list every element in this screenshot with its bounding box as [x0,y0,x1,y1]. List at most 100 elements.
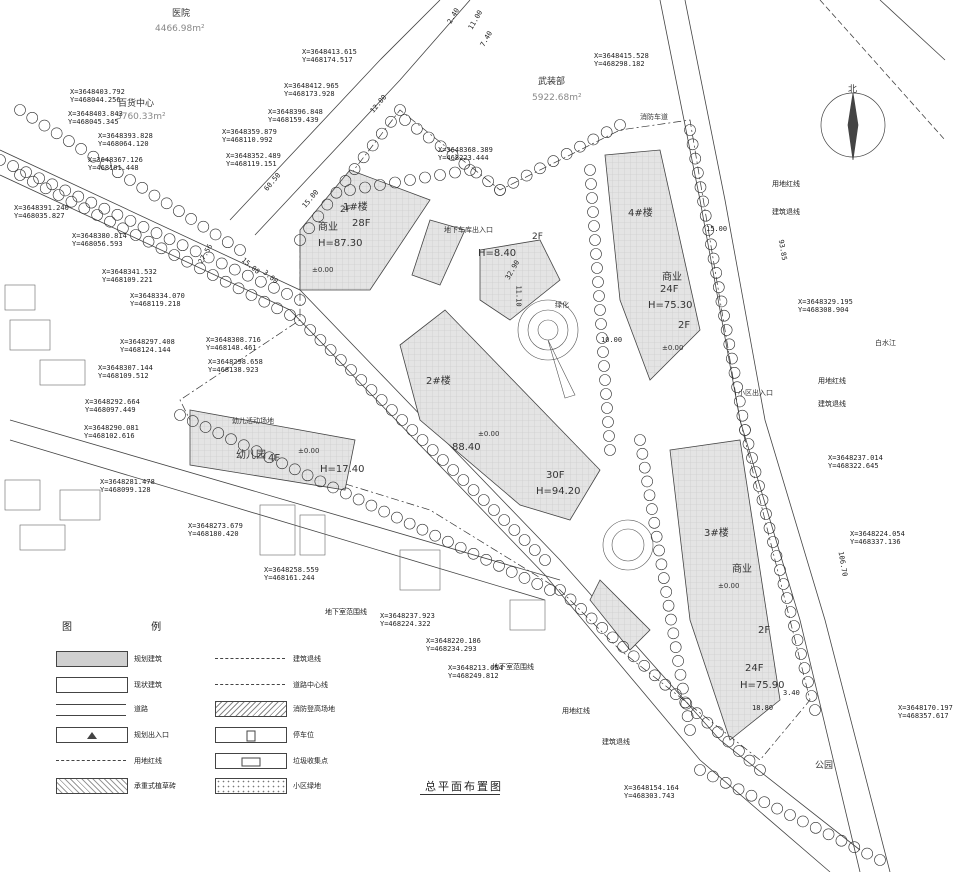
side-label: 建筑退线 [602,738,630,746]
coord-y: Y=468097.449 [85,406,136,414]
title-underline [420,794,500,795]
side-label: 建筑退线 [818,400,846,408]
legend-label: 道路 [134,705,148,713]
coord-x: X=3648281.478 [100,478,155,486]
coord-x: X=3648213.654 [448,664,503,672]
coord-x: X=3648170.197 [898,704,953,712]
b3-elev: ±0.00 [718,582,740,590]
underground-garage [479,239,561,321]
coord-x: X=3648237.923 [380,612,435,620]
coord-y: Y=468124.144 [120,346,171,354]
kg-floors: 4F [268,453,281,464]
b1-floor-a: 2F [340,205,351,215]
legend-label: 消防登高场地 [293,705,335,713]
grass-brick-icon [56,778,128,794]
coord-y: Y=468223.444 [438,154,489,162]
legend-title: 图 例 [62,622,200,633]
armed-police-area: 5922.68m² [532,93,582,103]
b4-floor-a: 2F [678,320,691,331]
legend-label: 承重式植草砖 [134,782,176,790]
coord-y: Y=468298.182 [594,60,645,68]
coord-y: Y=468119.151 [226,160,277,168]
dim-label: 18.80 [752,704,774,712]
side-label: 地下室范围线 [325,608,367,616]
kindergarten [189,409,356,491]
armed-police-label: 武装部 [538,77,566,87]
b4-height: H=75.30 [648,300,693,311]
coord-y: Y=468174.517 [302,56,353,64]
side-label: 地下室范围线 [492,663,534,671]
coord-y: Y=468102.616 [84,432,135,440]
coord-x: X=3648396.848 [268,108,323,116]
b3-height: H=75.90 [740,680,785,691]
b4-name: 4#楼 [628,208,653,219]
garage-height: H=8.40 [478,248,517,259]
legend-label: 建筑退线 [293,655,321,663]
coord-x: X=3648258.559 [264,566,319,574]
b2-floors: 30F [546,470,565,481]
coord-y: Y=468056.593 [72,240,123,248]
b2-extra: 88.40 [452,442,481,453]
buildings [189,149,781,741]
coord-x: X=3648290.081 [84,424,139,432]
dept-store-label: 百货中心 [118,99,155,109]
legend-label: 规划出入口 [134,731,169,739]
dim-label: 10.00 [601,336,623,344]
b1-height: H=87.30 [318,238,363,249]
coord-x: X=3648413.615 [302,48,357,56]
b1-name: 1#楼 [343,202,368,213]
coord-x: X=3648307.144 [98,364,153,372]
b1-use: 商业 [318,222,338,233]
coord-y: Y=468173.928 [284,90,335,98]
entrance-arrow-icon [56,727,128,743]
b3-use: 商业 [732,564,752,575]
coord-y: Y=468099.128 [100,486,151,494]
road-icon [56,704,126,716]
coord-y: Y=468109.512 [98,372,149,380]
coord-y: Y=468109.221 [102,276,153,284]
coord-x: X=3648403.792 [70,88,125,96]
plaza [517,299,654,571]
b4-floor-b: 24F [660,284,679,295]
redline-icon [56,760,126,761]
coord-x: X=3648297.408 [120,338,175,346]
coord-x: X=3648154.164 [624,784,679,792]
legend-label: 小区绿地 [293,782,321,790]
coord-x: X=3648403.843 [68,110,123,118]
b2-elev: ±0.00 [478,430,500,438]
coord-y: Y=468161.244 [264,574,315,582]
coord-x: X=3648308.716 [206,336,261,344]
b4-elev: ±0.00 [662,344,684,352]
coord-y: Y=468337.136 [850,538,901,546]
side-label: 用地红线 [818,377,846,385]
coord-x: X=3648367.126 [88,156,143,164]
b3-floor-b: 24F [745,663,764,674]
legend-label: 现状建筑 [134,681,162,689]
centerline-icon [215,684,285,685]
side-label: 用地红线 [562,707,590,715]
building-4 [604,149,701,381]
garbage-icon [215,753,287,769]
coord-x: X=3648237.014 [828,454,883,462]
setback-line-icon [215,658,285,659]
fire-road-label: 消防车道 [640,113,668,121]
legend-label: 停车位 [293,731,314,739]
coord-y: Y=468234.293 [426,645,477,653]
outline-building-icon [56,677,128,693]
